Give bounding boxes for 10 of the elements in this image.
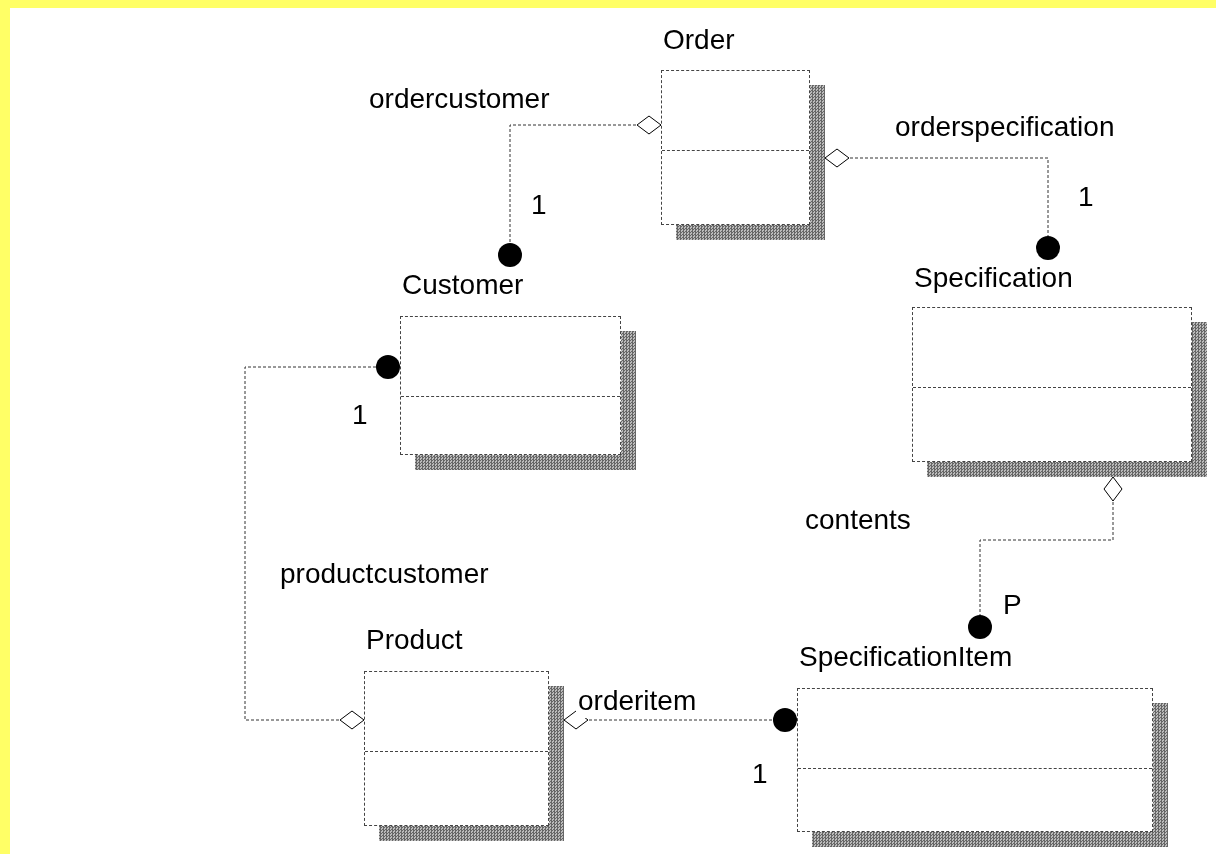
class-name: Customer	[402, 268, 524, 302]
class-name: SpecificationItem	[799, 640, 1013, 674]
association-line	[244, 355, 401, 730]
class-name: Product	[366, 623, 463, 657]
association-line	[498, 115, 662, 268]
association-line	[824, 148, 1060, 261]
class-name: Order	[663, 23, 735, 57]
association-line	[563, 708, 798, 732]
association-line	[968, 476, 1123, 640]
class-name: Specification	[914, 261, 1073, 295]
